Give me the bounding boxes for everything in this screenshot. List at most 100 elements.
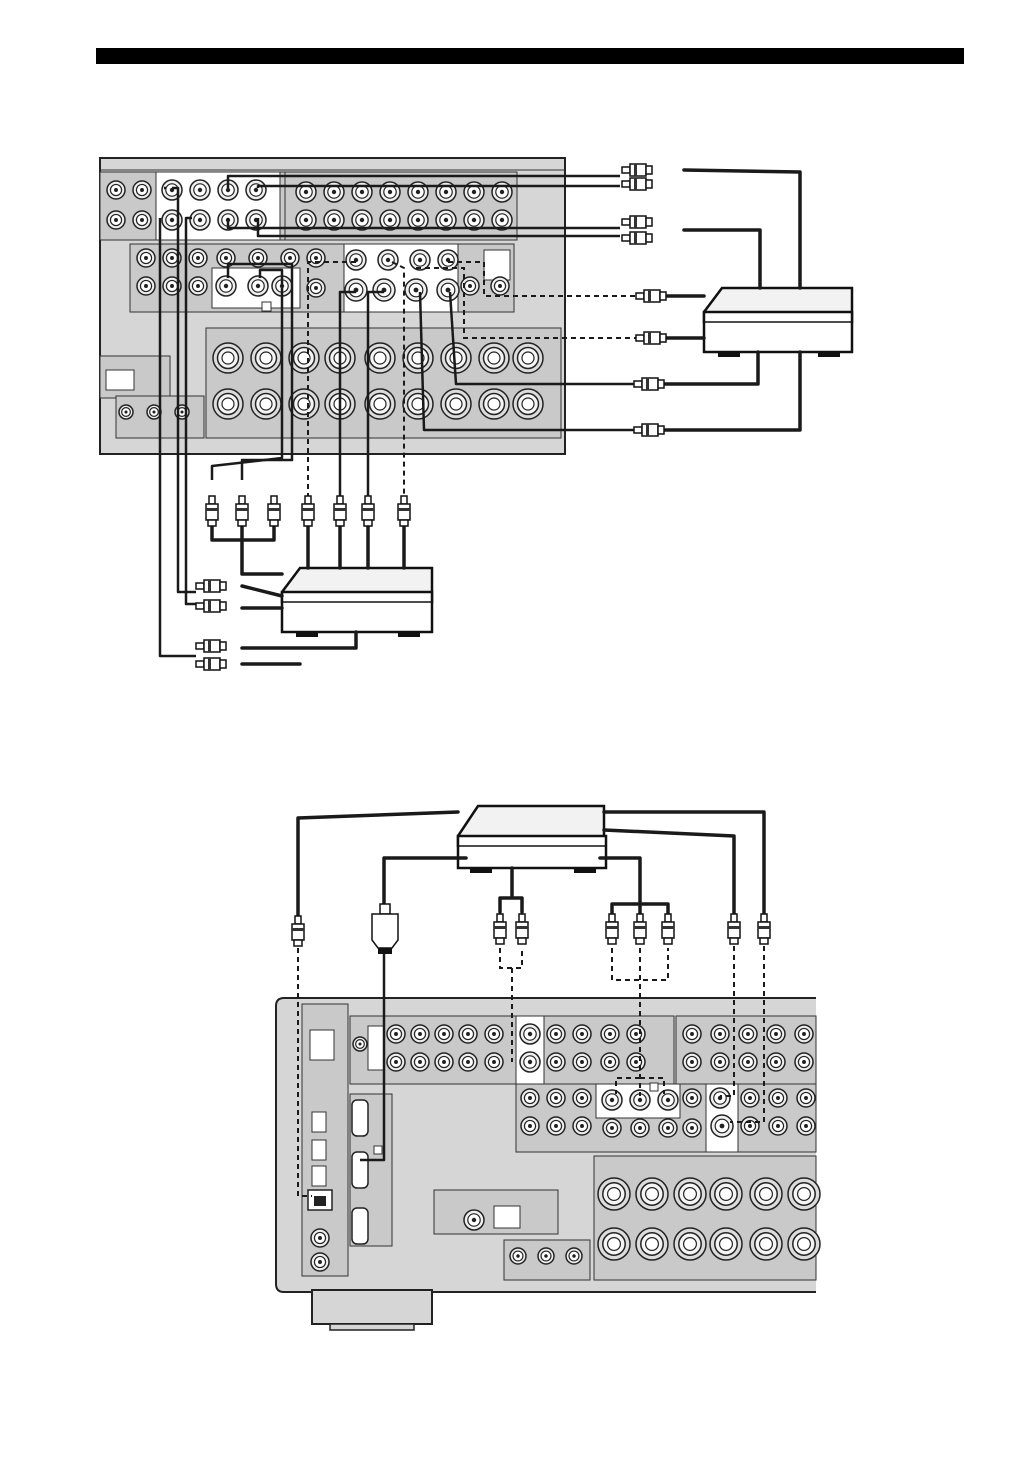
jack — [521, 1117, 539, 1135]
speaker-terminal — [750, 1228, 782, 1260]
video-plug — [398, 496, 410, 526]
jack — [683, 1089, 701, 1107]
speaker-terminal — [479, 389, 509, 419]
s-video-plug — [634, 378, 664, 390]
bottom-figure — [276, 806, 820, 1330]
jack — [485, 1053, 503, 1071]
jack — [107, 211, 125, 229]
optical-plug — [292, 916, 304, 946]
speaker-terminal — [365, 343, 395, 373]
jack — [137, 249, 155, 267]
jack — [485, 1025, 503, 1043]
audio-plug-left — [622, 164, 652, 176]
jack — [437, 279, 459, 301]
speaker-terminal — [513, 389, 543, 419]
jack — [711, 1053, 729, 1071]
speaker-terminal — [598, 1228, 630, 1260]
jack — [491, 277, 509, 295]
audio-plug-left — [196, 580, 226, 592]
audio-plug-left — [494, 914, 506, 944]
jack — [739, 1025, 757, 1043]
jack — [767, 1025, 785, 1043]
jack — [683, 1025, 701, 1043]
jack — [435, 1025, 453, 1043]
jack — [346, 250, 366, 270]
video-plug — [302, 496, 314, 526]
jack — [741, 1089, 759, 1107]
jack — [307, 249, 325, 267]
top-figure — [100, 158, 852, 670]
jack — [464, 1210, 484, 1230]
jack — [769, 1089, 787, 1107]
bottom-plugs — [292, 904, 770, 954]
jack — [795, 1053, 813, 1071]
jack — [459, 1025, 477, 1043]
top-receiver-panel — [100, 158, 565, 454]
speaker-terminal — [710, 1228, 742, 1260]
top-bottom-device — [282, 568, 432, 637]
jack — [797, 1089, 815, 1107]
jack — [538, 1248, 554, 1264]
speaker-terminal — [251, 343, 281, 373]
jack — [411, 1053, 429, 1071]
jack — [133, 211, 151, 229]
speaker-terminal — [636, 1228, 668, 1260]
hdmi-plug — [372, 904, 398, 954]
jack — [658, 1090, 678, 1110]
component-plug — [634, 914, 646, 944]
jack — [311, 1229, 329, 1247]
jack — [248, 276, 268, 296]
s-video-plug — [758, 914, 770, 944]
jack — [710, 1088, 730, 1108]
top-right-device — [704, 288, 852, 357]
jack — [573, 1025, 591, 1043]
jack — [573, 1089, 591, 1107]
jack — [373, 279, 395, 301]
jack — [189, 277, 207, 295]
s-video-plug — [634, 424, 664, 436]
jack — [133, 181, 151, 199]
jack — [520, 1052, 540, 1072]
video-plug — [636, 332, 666, 344]
jack — [520, 1024, 540, 1044]
jack — [547, 1025, 565, 1043]
video-plug — [236, 496, 248, 526]
jack — [547, 1053, 565, 1071]
jack — [739, 1053, 757, 1071]
audio-plug-left — [622, 216, 652, 228]
jack — [627, 1025, 645, 1043]
component-plug — [662, 914, 674, 944]
jack — [795, 1025, 813, 1043]
speaker-terminal — [251, 389, 281, 419]
jack — [573, 1117, 591, 1135]
jack — [387, 1053, 405, 1071]
speaker-terminal — [403, 389, 433, 419]
speaker-terminal — [788, 1178, 820, 1210]
jack — [189, 249, 207, 267]
speaker-terminal — [636, 1178, 668, 1210]
jack — [601, 1053, 619, 1071]
jack — [547, 1117, 565, 1135]
jack — [311, 1253, 329, 1271]
audio-plug-right — [196, 658, 226, 670]
speaker-terminal — [674, 1178, 706, 1210]
jack — [190, 210, 210, 230]
jack — [741, 1117, 759, 1135]
speaker-terminal — [479, 343, 509, 373]
component-plug — [606, 914, 618, 944]
audio-plug-right — [622, 178, 652, 190]
speaker-terminal — [788, 1228, 820, 1260]
jack — [521, 1089, 539, 1107]
jack — [119, 405, 133, 419]
jack — [345, 279, 367, 301]
speaker-terminal — [710, 1178, 742, 1210]
jack — [659, 1119, 677, 1137]
jack — [601, 1025, 619, 1043]
audio-plug-right — [196, 600, 226, 612]
jack — [683, 1119, 701, 1137]
video-plug — [636, 290, 666, 302]
jack — [602, 1090, 622, 1110]
jack — [411, 1025, 429, 1043]
video-plug — [362, 496, 374, 526]
speaker-terminal — [403, 343, 433, 373]
